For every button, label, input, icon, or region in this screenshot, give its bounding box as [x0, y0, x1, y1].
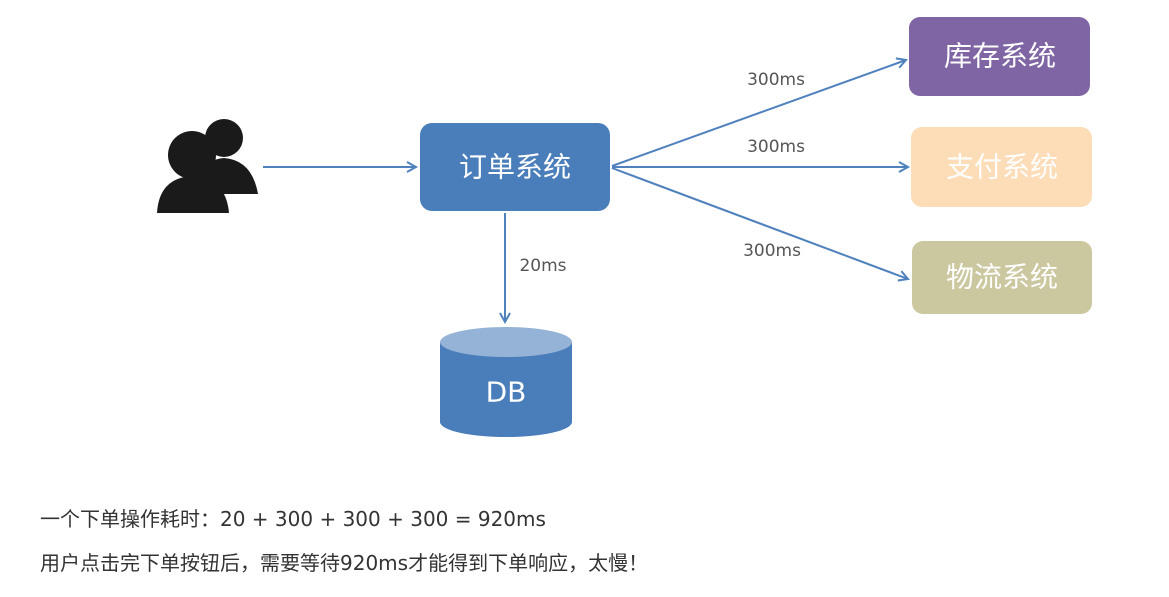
latency-conclusion-text: 用户点击完下单按钮后，需要等待920ms才能得到下单响应，太慢！: [40, 551, 649, 575]
edge-label-inventory: 300ms: [747, 70, 805, 90]
db-body: [440, 342, 572, 437]
order-system-box: [420, 123, 610, 211]
edges: [263, 60, 908, 322]
payment-system-label: 支付系统: [946, 151, 1058, 184]
logistics-system-label: 物流系统: [946, 261, 1058, 294]
logistics-system-box: [912, 241, 1092, 314]
node-logistics-system: 物流系统: [912, 241, 1092, 314]
order-system-label: 订单系统: [459, 151, 571, 184]
inventory-system-box: [909, 17, 1090, 96]
users-icon: [157, 119, 258, 213]
edge-label-logistics: 300ms: [743, 241, 801, 261]
inventory-system-label: 库存系统: [944, 40, 1056, 73]
edge-order-to-logistics: [611, 167, 908, 279]
edge-order-to-inventory: [611, 60, 906, 167]
db-top: [440, 327, 572, 357]
node-inventory-system: 库存系统: [909, 17, 1090, 96]
node-order-system: 订单系统: [420, 123, 610, 211]
edge-label-db: 20ms: [519, 256, 566, 276]
node-database: DB: [440, 327, 572, 437]
latency-summary-text: 一个下单操作耗时：20 + 300 + 300 + 300 = 920ms: [40, 507, 546, 531]
node-payment-system: 支付系统: [911, 127, 1092, 207]
payment-system-box: [911, 127, 1092, 207]
db-label: DB: [486, 376, 527, 409]
edge-label-payment: 300ms: [747, 137, 805, 157]
